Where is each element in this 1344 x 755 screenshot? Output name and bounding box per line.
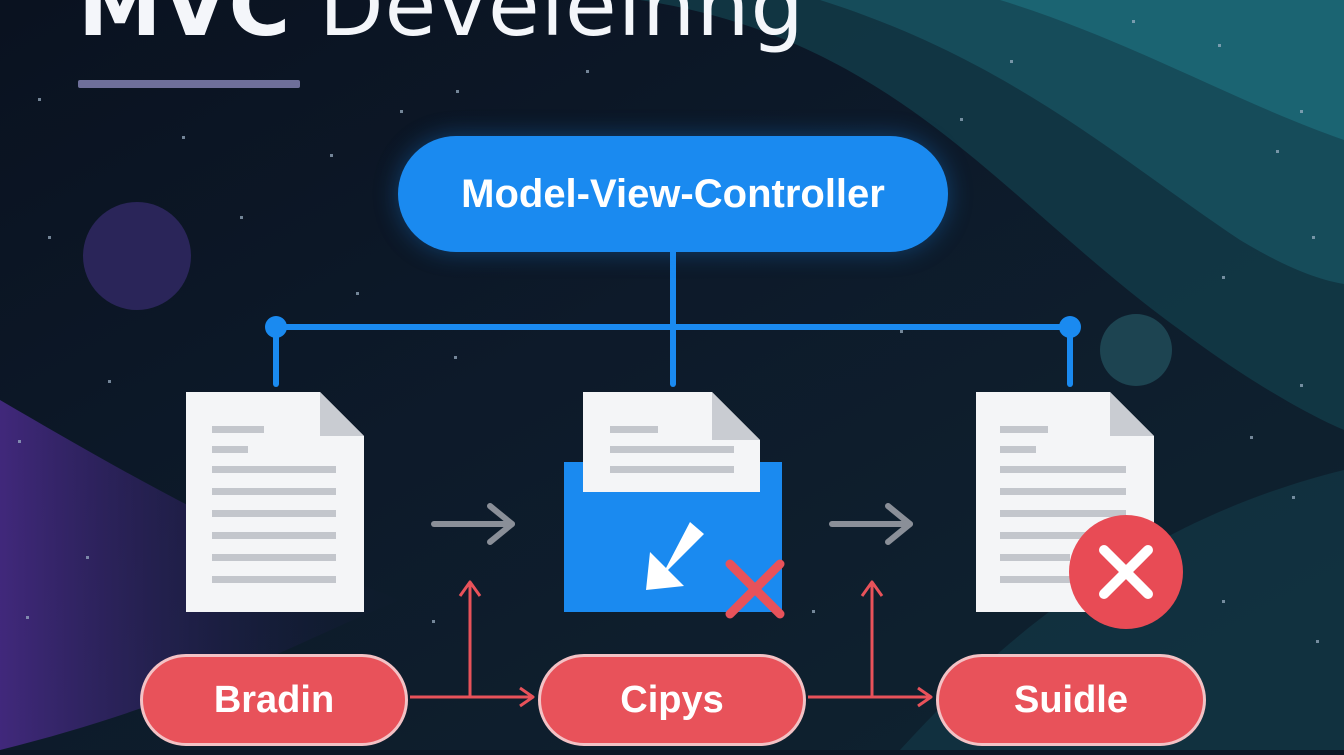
title-bold: MVC: [78, 0, 292, 55]
decor-orb-teal: [1100, 314, 1172, 386]
mvc-header-pill: Model-View-Controller: [398, 136, 948, 252]
mvc-header-label: Model-View-Controller: [461, 171, 885, 216]
teal-wave-3: [1000, 0, 1344, 140]
pill-label: Bradin: [213, 678, 335, 721]
red-connector-2: [808, 580, 933, 708]
title-light: Develeinng: [291, 0, 805, 55]
flow-arrow-right-1: [431, 503, 515, 545]
download-arrow-icon: [646, 522, 704, 590]
connector-node-right: [1059, 316, 1081, 338]
flow-arrow-right-2: [829, 503, 913, 545]
connector-node-left: [265, 316, 287, 338]
folder-document-icon: [564, 392, 785, 619]
pill-suidle: Suidle: [936, 654, 1206, 746]
document-icon-left: [186, 392, 364, 612]
page-title: MVC Develeinng: [78, 0, 805, 56]
pill-label: Cipys: [620, 678, 724, 721]
title-underline: [78, 80, 300, 88]
pill-bradin: Bradin: [140, 654, 408, 746]
error-x-icon: [725, 559, 785, 619]
close-badge-icon: [1069, 515, 1183, 629]
decor-orb-purple: [83, 202, 191, 310]
pill-label: Suidle: [1013, 678, 1129, 721]
red-connector-1: [410, 580, 535, 708]
pill-cipys: Cipys: [538, 654, 806, 746]
star-field: [18, 20, 1319, 643]
